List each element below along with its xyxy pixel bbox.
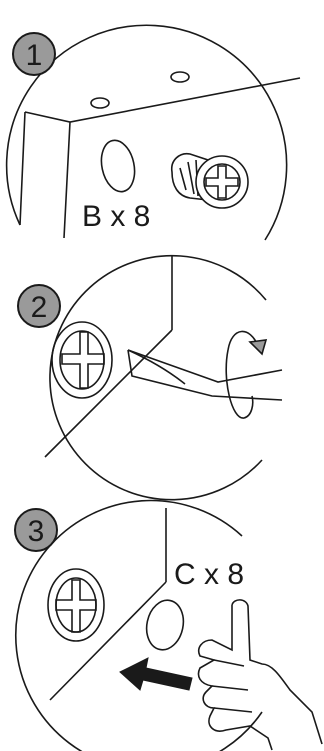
step-2-number: 2	[31, 291, 48, 324]
step-1-board	[20, 78, 300, 238]
step-2-screw-head	[52, 322, 112, 398]
step-2-badge: 2	[18, 285, 60, 327]
step-3-badge: 3	[15, 509, 57, 551]
step-3-number: 3	[28, 515, 45, 548]
step-1-cam-hole-1	[91, 98, 109, 108]
step-3-part-label: C x 8	[174, 558, 244, 591]
step-1-part-label: B x 8	[82, 200, 150, 233]
step-2-circle-outline	[50, 256, 266, 500]
step-3-panel	[16, 501, 322, 751]
screwdriver	[128, 350, 282, 400]
step-1-badge: 1	[13, 33, 55, 75]
cam-lock-b-part	[172, 154, 248, 208]
step-1-side-hole	[97, 137, 139, 195]
step-1-number: 1	[26, 39, 43, 72]
hand-thumb-press	[199, 600, 323, 750]
step-2-panel	[45, 256, 282, 500]
push-arrow-icon	[120, 658, 192, 690]
step-1-cam-hole-2	[171, 72, 189, 82]
step-3-screw-head	[48, 569, 104, 641]
cover-cap-c-part	[142, 597, 188, 653]
step-2-board-edges	[45, 256, 172, 457]
